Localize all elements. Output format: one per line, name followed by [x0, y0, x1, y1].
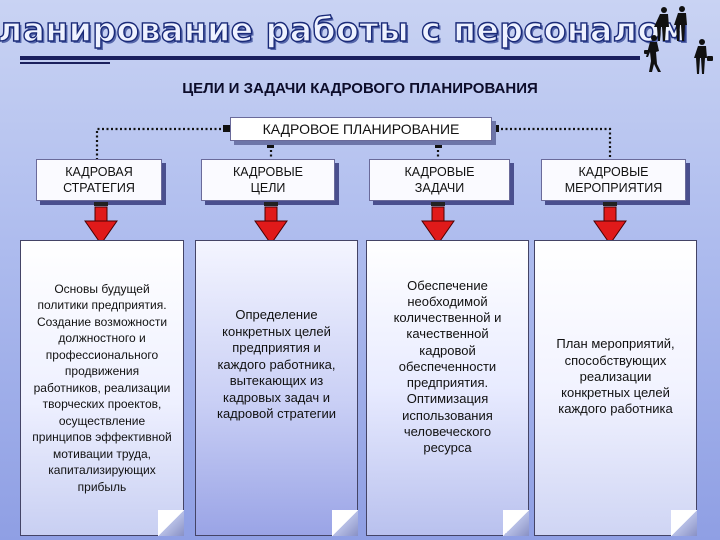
business-people-icon [644, 6, 713, 74]
card-hr-activities-text: План мероприятий, способствующих реализа… [556, 336, 675, 417]
card-hr-goals-text: Определение конкретных целей предприятия… [216, 307, 337, 422]
section-subtitle: ЦЕЛИ И ЗАДАЧИ КАДРОВОГО ПЛАНИРОВАНИЯ [182, 80, 538, 97]
card-hr-tasks-text: Обеспечение необходимой количественной и… [393, 277, 502, 455]
card-hr-tasks: Обеспечение необходимой количественной и… [366, 240, 529, 536]
card-hr-activities: План мероприятий, способствующих реализа… [534, 240, 697, 536]
down-arrow-icon [84, 202, 118, 245]
heading-hr-strategy: КАДРОВАЯ СТРАТЕГИЯ [36, 159, 162, 201]
heading-hr-tasks: КАДРОВЫЕ ЗАДАЧИ [369, 159, 510, 201]
root-node-hr-planning: КАДРОВОЕ ПЛАНИРОВАНИЕ [230, 117, 492, 141]
down-arrow-icon [593, 202, 627, 245]
title-underline-accent [20, 62, 110, 64]
heading-hr-activities: КАДРОВЫЕ МЕРОПРИЯТИЯ [541, 159, 686, 201]
down-arrow-icon [421, 202, 455, 245]
card-hr-strategy-text: Основы будущей политики предприятия. Соз… [32, 281, 172, 494]
heading-hr-goals: КАДРОВЫЕ ЦЕЛИ [201, 159, 335, 201]
page-curl [503, 510, 529, 536]
page-title: Планирование работы с персоналом [0, 9, 689, 49]
card-hr-strategy: Основы будущей политики предприятия. Соз… [20, 240, 184, 536]
page-curl [332, 510, 358, 536]
card-hr-goals: Определение конкретных целей предприятия… [195, 240, 358, 536]
title-underline [20, 56, 640, 60]
page-curl [671, 510, 697, 536]
page-curl [158, 510, 184, 536]
down-arrow-icon [254, 202, 288, 245]
